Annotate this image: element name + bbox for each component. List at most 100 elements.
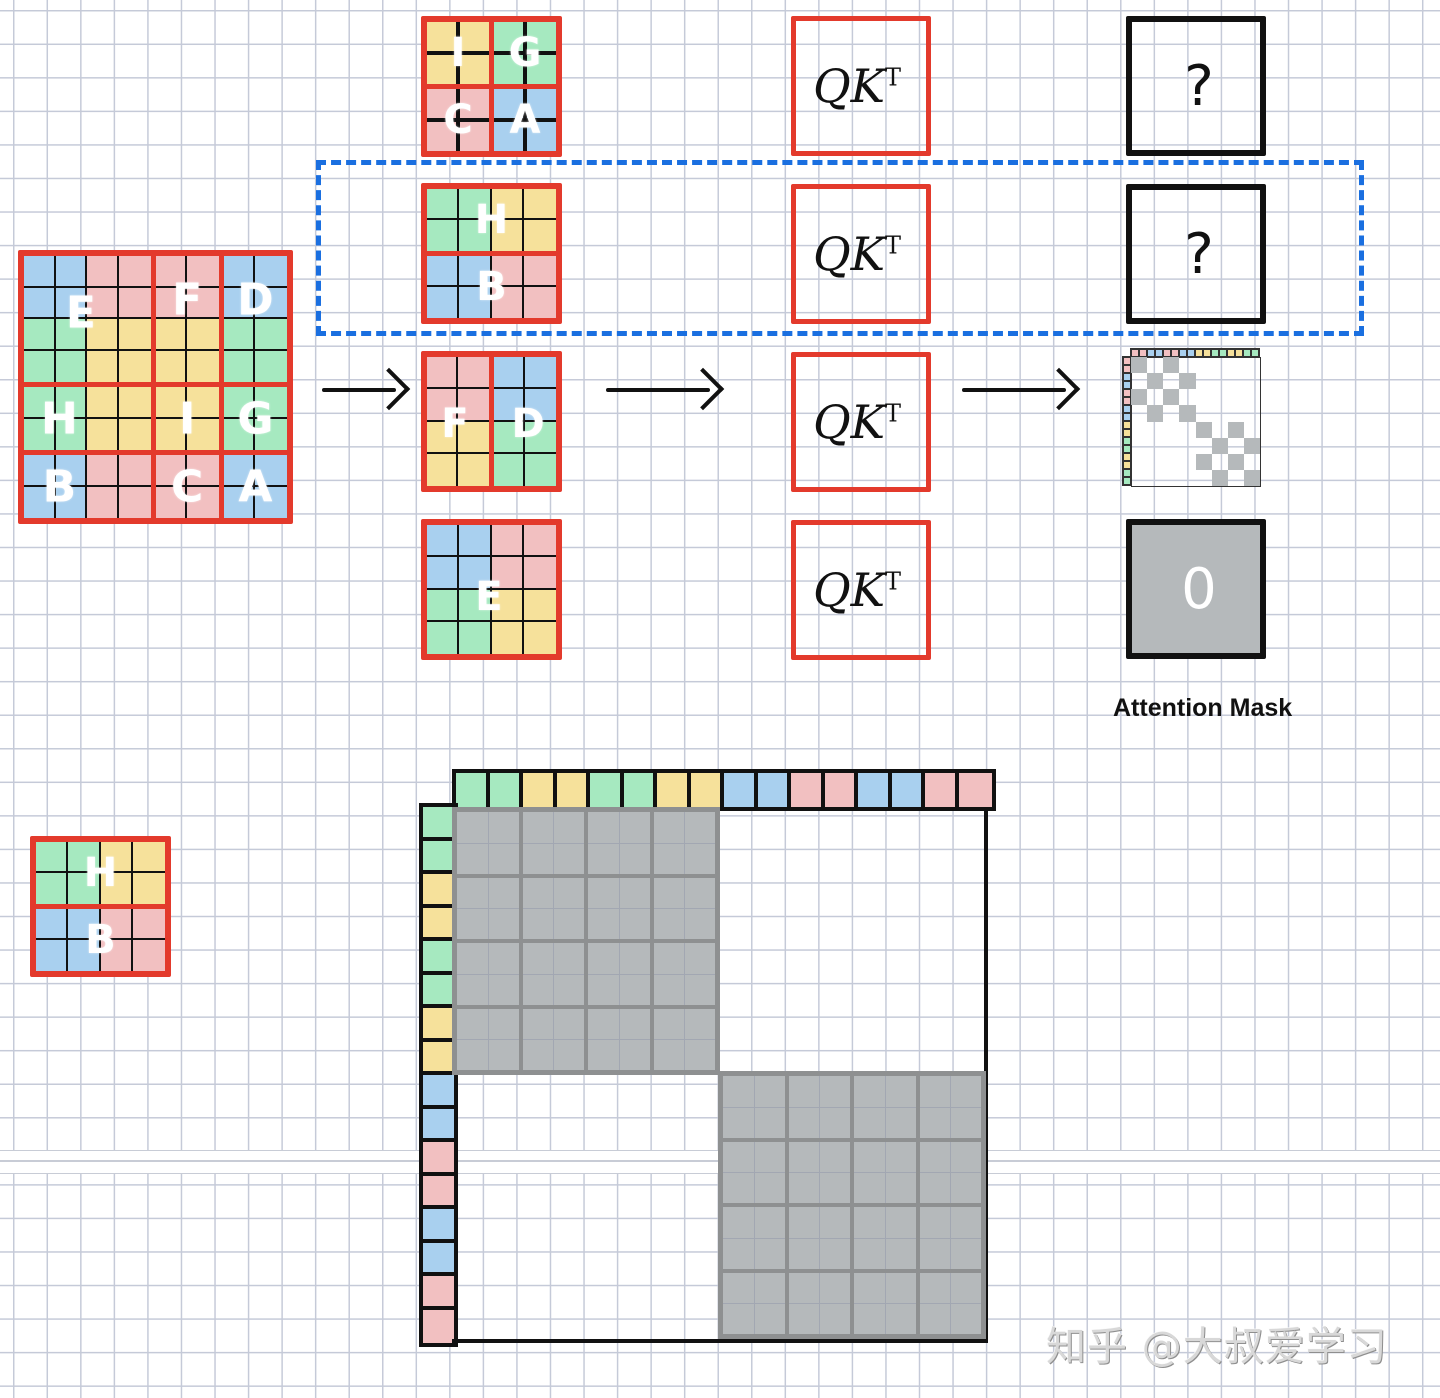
mask-cell bbox=[1139, 422, 1147, 430]
mask-cell bbox=[1179, 373, 1188, 382]
mask-cell bbox=[1163, 413, 1171, 421]
masked-cell bbox=[786, 1139, 852, 1205]
feature-map-8x8: E F D H I G B C bbox=[18, 250, 293, 524]
mask-cell bbox=[1155, 454, 1163, 462]
mask-cell bbox=[1195, 461, 1204, 470]
mask-cell bbox=[1235, 429, 1244, 438]
token-cell bbox=[1211, 349, 1219, 357]
attention-mask-caption: Attention Mask bbox=[1113, 694, 1293, 722]
mask-cell bbox=[1131, 373, 1139, 381]
qk-transpose-box-4: QKT bbox=[791, 520, 931, 660]
masked-cell bbox=[651, 941, 717, 1007]
token-cell bbox=[423, 1108, 454, 1142]
token-cell bbox=[1251, 349, 1259, 357]
mask-cell bbox=[1212, 422, 1220, 430]
mask-cell bbox=[1187, 405, 1196, 414]
token-cell bbox=[1123, 397, 1131, 405]
token-cell bbox=[891, 773, 925, 807]
token-cell bbox=[423, 941, 454, 975]
mask-cell bbox=[1252, 422, 1260, 430]
qk-transpose-box-2: QKT bbox=[791, 184, 931, 324]
mask-cell bbox=[1139, 470, 1147, 478]
token-cell bbox=[423, 1075, 454, 1109]
mask-cell bbox=[1220, 430, 1228, 438]
token-cell bbox=[1123, 357, 1131, 365]
mask-cell bbox=[1179, 389, 1187, 397]
mask-cell bbox=[1196, 478, 1204, 486]
mask-cell bbox=[1204, 478, 1212, 486]
mask-cell bbox=[1171, 357, 1180, 366]
mask-cell bbox=[1139, 462, 1147, 470]
mask-cell bbox=[1171, 389, 1180, 398]
mask-cell bbox=[1155, 438, 1163, 446]
mask-cell bbox=[1211, 437, 1220, 446]
matrix-key-tokens bbox=[452, 769, 996, 811]
mask-cell bbox=[1228, 405, 1236, 413]
mask-cell bbox=[1228, 438, 1236, 446]
token-cell bbox=[1203, 349, 1211, 357]
masked-cell bbox=[852, 1139, 918, 1205]
mask-cell bbox=[1220, 422, 1228, 430]
token-cell bbox=[423, 1309, 454, 1343]
token-cell bbox=[1155, 349, 1163, 357]
mask-cell bbox=[1171, 462, 1179, 470]
mask-cell bbox=[1219, 445, 1228, 454]
mask-cell bbox=[1163, 389, 1172, 398]
token-cell bbox=[1123, 381, 1131, 389]
mask-cell bbox=[1147, 470, 1155, 478]
mask-cell bbox=[1236, 478, 1244, 486]
mask-cell bbox=[1244, 373, 1252, 381]
mask-cell bbox=[1204, 389, 1212, 397]
token-cell bbox=[1131, 349, 1139, 357]
mask-cell bbox=[1187, 365, 1195, 373]
mask-cell bbox=[1252, 365, 1260, 373]
qk-transpose-box-3: QKT bbox=[791, 352, 931, 492]
masked-cell bbox=[786, 1074, 852, 1140]
mask-cell bbox=[1228, 365, 1236, 373]
mask-cell bbox=[1163, 365, 1172, 374]
token-cell bbox=[423, 907, 454, 941]
token-cell bbox=[1219, 349, 1227, 357]
mask-cell bbox=[1244, 357, 1252, 365]
mask-cell bbox=[1211, 445, 1220, 454]
mask-cell bbox=[1252, 454, 1260, 462]
mask-cell bbox=[1171, 405, 1179, 413]
mask-cell bbox=[1131, 430, 1139, 438]
mask-cell bbox=[1171, 470, 1179, 478]
mask-cell bbox=[1228, 446, 1236, 454]
mask-cell bbox=[1147, 373, 1156, 382]
mask-cell bbox=[1163, 454, 1171, 462]
masked-cell bbox=[852, 1205, 918, 1271]
mask-cell bbox=[1163, 397, 1172, 406]
mask-value: ? bbox=[1184, 53, 1214, 119]
mask-cell bbox=[1155, 422, 1163, 430]
mask-cell bbox=[1155, 357, 1163, 365]
mask-cell bbox=[1139, 413, 1147, 421]
mask-cell bbox=[1236, 365, 1244, 373]
token-cell bbox=[1123, 469, 1131, 477]
token-cell bbox=[590, 773, 624, 807]
masked-cell bbox=[917, 1139, 983, 1205]
mask-cell bbox=[1220, 413, 1228, 421]
masked-cell bbox=[917, 1270, 983, 1336]
mask-cell bbox=[1196, 381, 1204, 389]
mask-cell bbox=[1236, 413, 1244, 421]
mask-cell bbox=[1139, 389, 1148, 398]
token-cell bbox=[1171, 349, 1179, 357]
region-I: I bbox=[155, 387, 219, 450]
mask-cell bbox=[1187, 438, 1195, 446]
mask-cell bbox=[1236, 357, 1244, 365]
mask-cell bbox=[1211, 477, 1220, 486]
token-cell bbox=[423, 1142, 454, 1176]
mask-cell bbox=[1171, 430, 1179, 438]
detail-window-block: H B bbox=[30, 836, 171, 977]
mask-cell bbox=[1155, 381, 1164, 390]
mask-cell bbox=[1171, 446, 1179, 454]
mask-cell bbox=[1212, 389, 1220, 397]
token-cell bbox=[1163, 349, 1171, 357]
token-cell bbox=[1123, 405, 1131, 413]
mask-cell bbox=[1171, 454, 1179, 462]
token-cell bbox=[456, 773, 490, 807]
mask-cell bbox=[1204, 365, 1212, 373]
masked-cell bbox=[721, 1074, 787, 1140]
